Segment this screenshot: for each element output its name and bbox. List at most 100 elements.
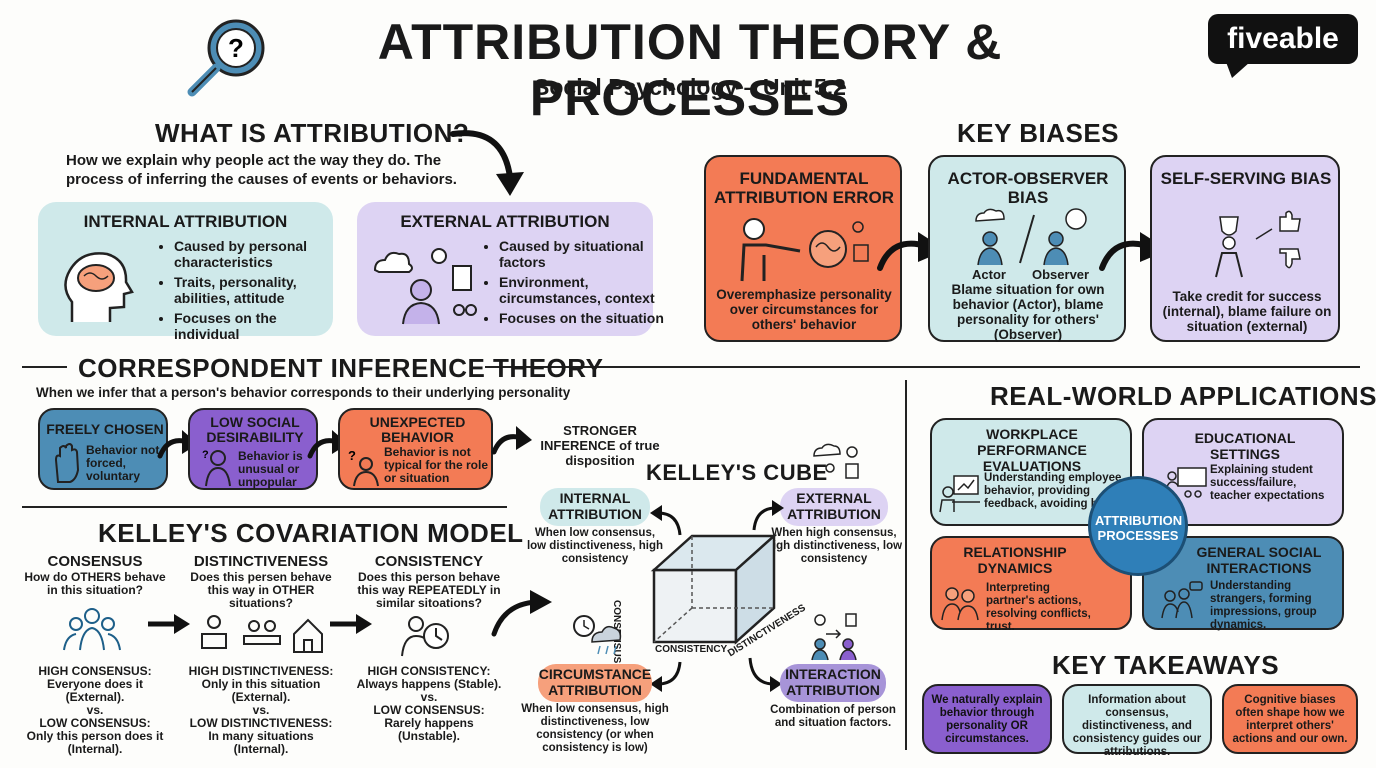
fiveable-logo[interactable]: fiveable xyxy=(1208,14,1358,78)
situations-icon xyxy=(201,615,323,653)
consensus-column: CONSENSUS How do OTHERS behave in this s… xyxy=(20,552,170,597)
external-item: Focuses on the situation xyxy=(499,310,665,326)
curved-arrow-icon xyxy=(491,590,552,637)
attribution-processes-hub: ATTRIBUTION PROCESSES xyxy=(1088,476,1188,576)
actor-desc: Blame situation for own behavior (Actor)… xyxy=(951,282,1105,342)
couple-icon xyxy=(941,587,979,621)
group-people-icon xyxy=(63,608,121,651)
actor-observer-icon xyxy=(975,208,1087,266)
low-desc: Behavior is unusual or unpopular xyxy=(238,449,303,489)
social-card: GENERAL SOCIAL INTERACTIONS Understandin… xyxy=(1142,536,1344,631)
unexpected-behavior-card: UNEXPECTED BEHAVIOR ? Behavior is not ty… xyxy=(338,408,493,490)
external-list: Caused by situational factors Environmen… xyxy=(483,238,665,330)
biases-heading: KEY BIASES xyxy=(957,118,1120,148)
edu-title: EDUCATIONAL SETTINGS xyxy=(1194,430,1296,462)
cube-internal-desc: When low consensus, low distinctiveness,… xyxy=(526,527,664,565)
workplace-title: WORKPLACE PERFORMANCE EVALUATIONS xyxy=(977,426,1087,474)
curved-arrow-icon xyxy=(752,500,784,531)
actor-title: ACTOR-OBSERVER BIAS xyxy=(947,169,1109,207)
rel-desc: Interpreting partner's actions, resolvin… xyxy=(986,582,1091,633)
raised-hand-icon xyxy=(54,443,80,483)
confused-person-icon: ? xyxy=(202,449,231,487)
cube-internal-pill: INTERNAL ATTRIBUTION xyxy=(540,488,650,526)
external-title: EXTERNAL ATTRIBUTION xyxy=(400,212,610,231)
what-heading: WHAT IS ATTRIBUTION? xyxy=(155,118,470,148)
consensus-low: LOW CONSENSUS: xyxy=(39,716,151,730)
distinct-detail: HIGH DISTINCTIVENESS: Only in this situa… xyxy=(186,665,336,756)
what-desc-1: How we explain why people act the way th… xyxy=(66,152,442,169)
rel-title: RELATIONSHIP DYNAMICS xyxy=(963,544,1067,576)
svg-text:?: ? xyxy=(202,449,209,461)
divider xyxy=(22,366,67,368)
pointing-brain-icon xyxy=(740,218,869,282)
arrow-right-icon xyxy=(148,614,190,634)
curved-arrow-icon xyxy=(450,130,524,196)
fae-title: FUNDAMENTAL ATTRIBUTION ERROR xyxy=(713,169,895,207)
cit-result: STRONGER INFERENCE of true disposition xyxy=(540,423,660,468)
head-brain-icon xyxy=(64,252,134,322)
internal-item: Caused by personal characteristics xyxy=(174,238,344,270)
internal-item: Focuses on the individual xyxy=(174,310,344,342)
consist-low-desc: Rarely happens (Unstable). xyxy=(384,716,474,743)
takeaway-card: Cognitive biases often shape how we inte… xyxy=(1222,684,1358,754)
consensus-title: CONSENSUS xyxy=(47,553,143,570)
external-item: Caused by situational factors xyxy=(499,238,665,270)
environment-person-icon xyxy=(373,248,477,325)
fae-desc: Overemphasize personality over circumsta… xyxy=(716,287,892,332)
svg-text:?: ? xyxy=(228,33,244,63)
consensus-low-desc: Only this person does it (Internal). xyxy=(26,729,164,756)
apps-heading: REAL-WORLD APPLICATIONS xyxy=(990,381,1376,411)
distinct-high-desc: Only in this situation (External). xyxy=(201,677,321,704)
cube-interaction-pill: INTERACTION ATTRIBUTION xyxy=(780,664,886,702)
takeaways-heading: KEY TAKEAWAYS xyxy=(1052,650,1280,680)
takeaway-text: Information about consensus, distinctive… xyxy=(1072,694,1202,758)
cube-internal-title: INTERNAL ATTRIBUTION xyxy=(548,490,642,522)
takeaway-card: Information about consensus, distinctive… xyxy=(1062,684,1212,758)
distinct-high: HIGH DISTINCTIVENESS: xyxy=(188,664,334,678)
cube-circ-desc: When low consensus, high distinctiveness… xyxy=(521,703,669,754)
low-social-desirability-card: LOW SOCIAL DESIRABILITY ? Behavior is un… xyxy=(188,408,318,490)
kelley-heading: KELLEY'S COVARIATION MODEL xyxy=(98,518,524,548)
cube-inter-desc: Combination of person and situation fact… xyxy=(770,704,896,729)
cube-inter-title: INTERACTION ATTRIBUTION xyxy=(785,666,881,698)
distinctiveness-column: DISTINCTIVENESS Does this persen behave … xyxy=(186,552,336,610)
takeaway-card: We naturally explain behavior through pe… xyxy=(922,684,1052,754)
distinct-question: Does this persen behave this way in OTHE… xyxy=(190,570,332,610)
env-small-icon xyxy=(813,443,859,479)
consist-high-desc: Always happens (Stable). xyxy=(356,677,502,691)
cube-external-title: EXTERNAL ATTRIBUTION xyxy=(787,490,881,522)
takeaway-text: We naturally explain behavior through pe… xyxy=(931,694,1043,745)
cube-external-desc: When high consensus, high distinctivenes… xyxy=(765,527,903,565)
desk-chart-icon xyxy=(939,475,980,513)
cube-circumstance-pill: CIRCUMSTANCE ATTRIBUTION xyxy=(538,664,652,702)
page-subtitle: Social Psychology – Unit 5.2 xyxy=(534,74,846,100)
self-title: SELF-SERVING BIAS xyxy=(1160,169,1332,188)
internal-list: Caused by personal characteristics Trait… xyxy=(158,238,344,346)
freely-desc: Behavior not forced, voluntary xyxy=(86,443,160,483)
self-desc: Take credit for success (internal), blam… xyxy=(1162,289,1332,334)
divider xyxy=(485,366,1360,368)
consist-vs: vs. xyxy=(420,690,438,704)
axis-consistency: CONSISTENCY xyxy=(655,644,728,655)
arrow-right-icon xyxy=(330,614,372,634)
observer-label: Observer xyxy=(1032,267,1090,282)
group-chat-icon xyxy=(1161,581,1203,619)
distinct-low-desc: In many situations (Internal). xyxy=(208,729,314,756)
actor-observer-card: ACTOR-OBSERVER BIAS Actor Observer Blame… xyxy=(928,155,1126,342)
freely-chosen-card: FREELY CHOSEN Behavior not forced, volun… xyxy=(38,408,168,490)
distinct-title: DISTINCTIVENESS xyxy=(193,553,329,570)
external-item: Environment, circumstances, context xyxy=(499,274,665,306)
consist-low: LOW CONSENSUS: xyxy=(373,703,485,717)
magnifier-question-icon: ? xyxy=(187,19,265,97)
consensus-high-desc: Everyone does it (External). xyxy=(46,677,144,704)
consist-detail: HIGH CONSISTENCY: Always happens (Stable… xyxy=(356,665,502,743)
cube-external-pill: EXTERNAL ATTRIBUTION xyxy=(780,488,888,526)
takeaway-text: Cognitive biases often shape how we inte… xyxy=(1232,694,1348,745)
consist-question: Does this person behave this way REPEATE… xyxy=(357,570,501,610)
trophy-thumbs-icon xyxy=(1215,210,1301,278)
person-clock-icon xyxy=(401,616,449,657)
svg-text:?: ? xyxy=(348,448,356,463)
page-title: ATTRIBUTION THEORY & PROCESSES xyxy=(377,14,1003,126)
freely-title: FREELY CHOSEN xyxy=(46,421,164,437)
actor-label: Actor xyxy=(972,267,1006,282)
